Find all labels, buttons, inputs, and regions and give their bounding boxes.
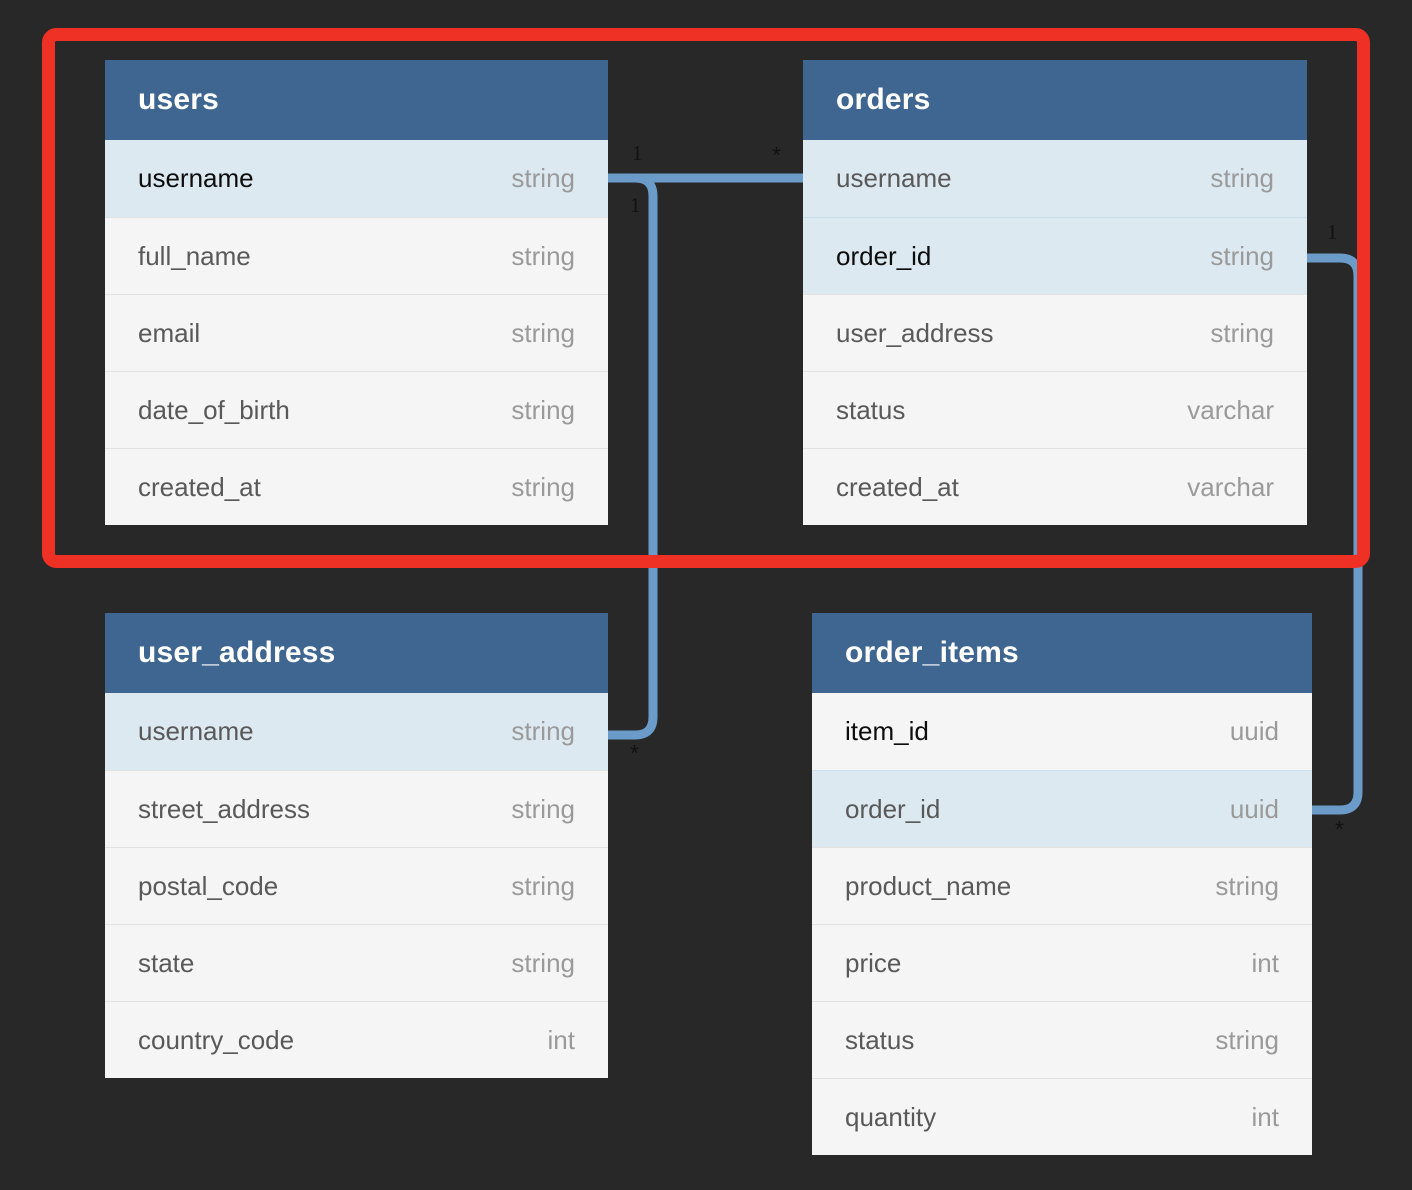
field-type: string xyxy=(511,947,575,978)
field-name: state xyxy=(138,947,195,978)
field-type: uuid xyxy=(1229,793,1279,824)
entity-title-user_address: user_address xyxy=(105,613,608,693)
field-row[interactable]: status varchar xyxy=(803,371,1307,448)
cardinality-label-users-address-many: * xyxy=(630,740,639,766)
field-type: int xyxy=(547,1024,575,1055)
field-row[interactable]: price int xyxy=(812,924,1312,1001)
field-row[interactable]: username string xyxy=(105,140,608,217)
field-name: created_at xyxy=(836,471,959,502)
field-type: uuid xyxy=(1229,716,1279,746)
field-row[interactable]: quantity int xyxy=(812,1078,1312,1155)
field-row[interactable]: username string xyxy=(105,693,608,770)
field-name: status xyxy=(836,394,906,425)
entity-title-orders: orders xyxy=(803,60,1307,140)
field-row[interactable]: date_of_birth string xyxy=(105,371,608,448)
cardinality-label-users-address-one: 1 xyxy=(630,193,641,217)
cardinality-label-orders-items-one: 1 xyxy=(1327,220,1338,244)
field-row[interactable]: username string xyxy=(803,140,1307,217)
field-type: string xyxy=(511,793,575,824)
field-row[interactable]: order_id uuid xyxy=(812,770,1312,847)
field-type: string xyxy=(1210,240,1274,271)
field-name: order_id xyxy=(845,793,941,824)
field-row[interactable]: order_id string xyxy=(803,217,1307,294)
cardinality-label-orders-items-many: * xyxy=(1335,816,1344,842)
field-name: email xyxy=(138,317,201,348)
field-type: string xyxy=(511,394,575,425)
entity-title-order_items: order_items xyxy=(812,613,1312,693)
relationship-users-user_address xyxy=(608,173,658,740)
field-name: username xyxy=(138,163,254,193)
field-type: varchar xyxy=(1187,471,1274,502)
field-name: street_address xyxy=(138,793,310,824)
field-type: string xyxy=(511,870,575,901)
cardinality-label-users-orders-many: * xyxy=(772,142,781,168)
field-type: int xyxy=(1251,1101,1279,1132)
field-type: string xyxy=(511,716,575,746)
cardinality-label-users-orders-one: 1 xyxy=(632,141,643,165)
field-row[interactable]: user_address string xyxy=(803,294,1307,371)
field-row[interactable]: state string xyxy=(105,924,608,1001)
field-name: user_address xyxy=(836,317,994,348)
field-name: order_id xyxy=(836,240,932,271)
field-name: country_code xyxy=(138,1024,295,1055)
field-name: postal_code xyxy=(138,870,279,901)
field-name: quantity xyxy=(845,1101,937,1132)
field-name: item_id xyxy=(845,716,929,746)
field-row[interactable]: product_name string xyxy=(812,847,1312,924)
field-type: string xyxy=(511,471,575,502)
field-name: product_name xyxy=(845,870,1012,901)
field-name: price xyxy=(845,947,902,978)
entity-title-users: users xyxy=(105,60,608,140)
field-type: string xyxy=(511,317,575,348)
field-type: varchar xyxy=(1187,394,1274,425)
field-name: status xyxy=(845,1024,915,1055)
field-row[interactable]: street_address string xyxy=(105,770,608,847)
field-row[interactable]: email string xyxy=(105,294,608,371)
field-type: int xyxy=(1251,947,1279,978)
field-type: string xyxy=(1210,163,1274,193)
field-type: string xyxy=(1215,870,1279,901)
field-type: string xyxy=(1210,317,1274,348)
field-row[interactable]: country_code int xyxy=(105,1001,608,1078)
field-row[interactable]: item_id uuid xyxy=(812,693,1312,770)
field-row[interactable]: full_name string xyxy=(105,217,608,294)
field-name: date_of_birth xyxy=(138,394,290,425)
field-row[interactable]: postal_code string xyxy=(105,847,608,924)
field-type: string xyxy=(511,240,575,271)
field-name: full_name xyxy=(138,240,251,271)
field-type: string xyxy=(511,163,575,193)
field-row[interactable]: created_at varchar xyxy=(803,448,1307,525)
relationship-orders-order_items xyxy=(1307,253,1363,815)
field-row[interactable]: created_at string xyxy=(105,448,608,525)
field-name: username xyxy=(138,716,254,746)
field-name: username xyxy=(836,163,952,193)
field-name: created_at xyxy=(138,471,261,502)
field-type: string xyxy=(1215,1024,1279,1055)
field-row[interactable]: status string xyxy=(812,1001,1312,1078)
